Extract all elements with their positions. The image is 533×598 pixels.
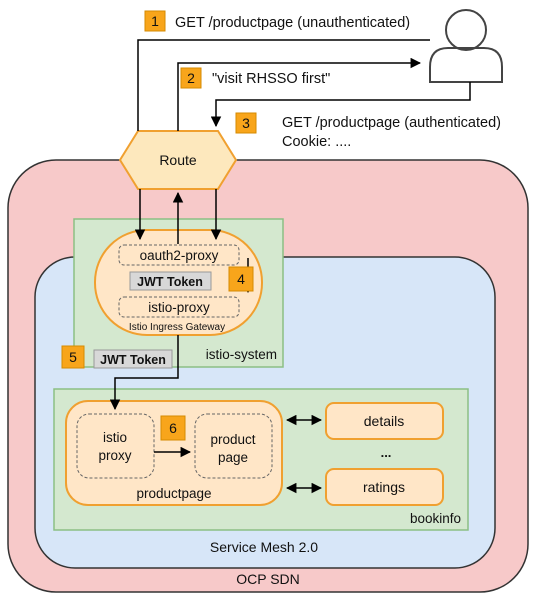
step-badge-4: 4 bbox=[228, 266, 254, 292]
productpage-pod-label: productpage bbox=[136, 486, 211, 501]
arrow-step3 bbox=[210, 82, 471, 128]
step-1-text: GET /productpage (unauthenticated) bbox=[175, 15, 410, 31]
step-badge-6-number: 6 bbox=[169, 420, 177, 436]
bookinfo-label: bookinfo bbox=[410, 511, 461, 526]
sidecar-label-line1: istio bbox=[103, 430, 127, 445]
oauth2-proxy-container bbox=[118, 244, 240, 266]
step-badge-1-number: 1 bbox=[151, 13, 159, 29]
istio-proxy-sidecar bbox=[76, 413, 155, 479]
services-ellipsis: ... bbox=[381, 445, 392, 460]
jwt-token-gateway-label: JWT Token bbox=[137, 275, 203, 289]
step-badge-3: 3 bbox=[235, 112, 257, 134]
step-3-text-line2: Cookie: .... bbox=[282, 134, 351, 150]
step-badge-1: 1 bbox=[144, 10, 166, 32]
step-badge-2-number: 2 bbox=[187, 70, 195, 86]
step-2-text: "visit RHSSO first" bbox=[212, 71, 330, 87]
sidecar-label-line2: proxy bbox=[98, 448, 131, 463]
details-label: details bbox=[364, 413, 404, 429]
ocp-sdn-label: OCP SDN bbox=[236, 571, 300, 587]
step-badge-6: 6 bbox=[160, 415, 186, 441]
app-label-line1: product bbox=[210, 432, 255, 447]
arrow-step5 bbox=[109, 335, 179, 411]
ratings-label: ratings bbox=[363, 479, 405, 495]
ratings-service bbox=[325, 468, 444, 506]
jwt-token-gateway bbox=[129, 271, 212, 291]
step-badge-4-number: 4 bbox=[237, 271, 245, 287]
app-label-line2: page bbox=[218, 450, 248, 465]
step-3-text-line1: GET /productpage (authenticated) bbox=[282, 115, 501, 131]
step-badge-3-number: 3 bbox=[242, 115, 250, 131]
step-badge-5-number: 5 bbox=[69, 349, 77, 365]
service-mesh-label: Service Mesh 2.0 bbox=[210, 539, 318, 555]
route-label: Route bbox=[159, 152, 197, 168]
istio-proxy-gateway-label: istio-proxy bbox=[148, 300, 210, 315]
jwt-token-forward-label: JWT Token bbox=[100, 353, 166, 367]
productpage-app-container bbox=[194, 413, 273, 479]
user-icon bbox=[429, 9, 503, 83]
route-node bbox=[118, 130, 238, 190]
arrow-step2 bbox=[177, 57, 422, 131]
step-badge-5: 5 bbox=[61, 345, 85, 369]
details-service bbox=[325, 402, 444, 440]
arrow-step1 bbox=[137, 39, 430, 131]
oauth2-proxy-label: oauth2-proxy bbox=[140, 248, 219, 263]
istio-proxy-gateway-container bbox=[118, 296, 240, 318]
productpage-pod bbox=[65, 400, 283, 506]
step-badge-2: 2 bbox=[180, 67, 202, 89]
ingress-gateway-label: Istio Ingress Gateway bbox=[129, 322, 225, 333]
istio-system-label: istio-system bbox=[206, 347, 277, 362]
jwt-token-forward bbox=[93, 349, 173, 369]
